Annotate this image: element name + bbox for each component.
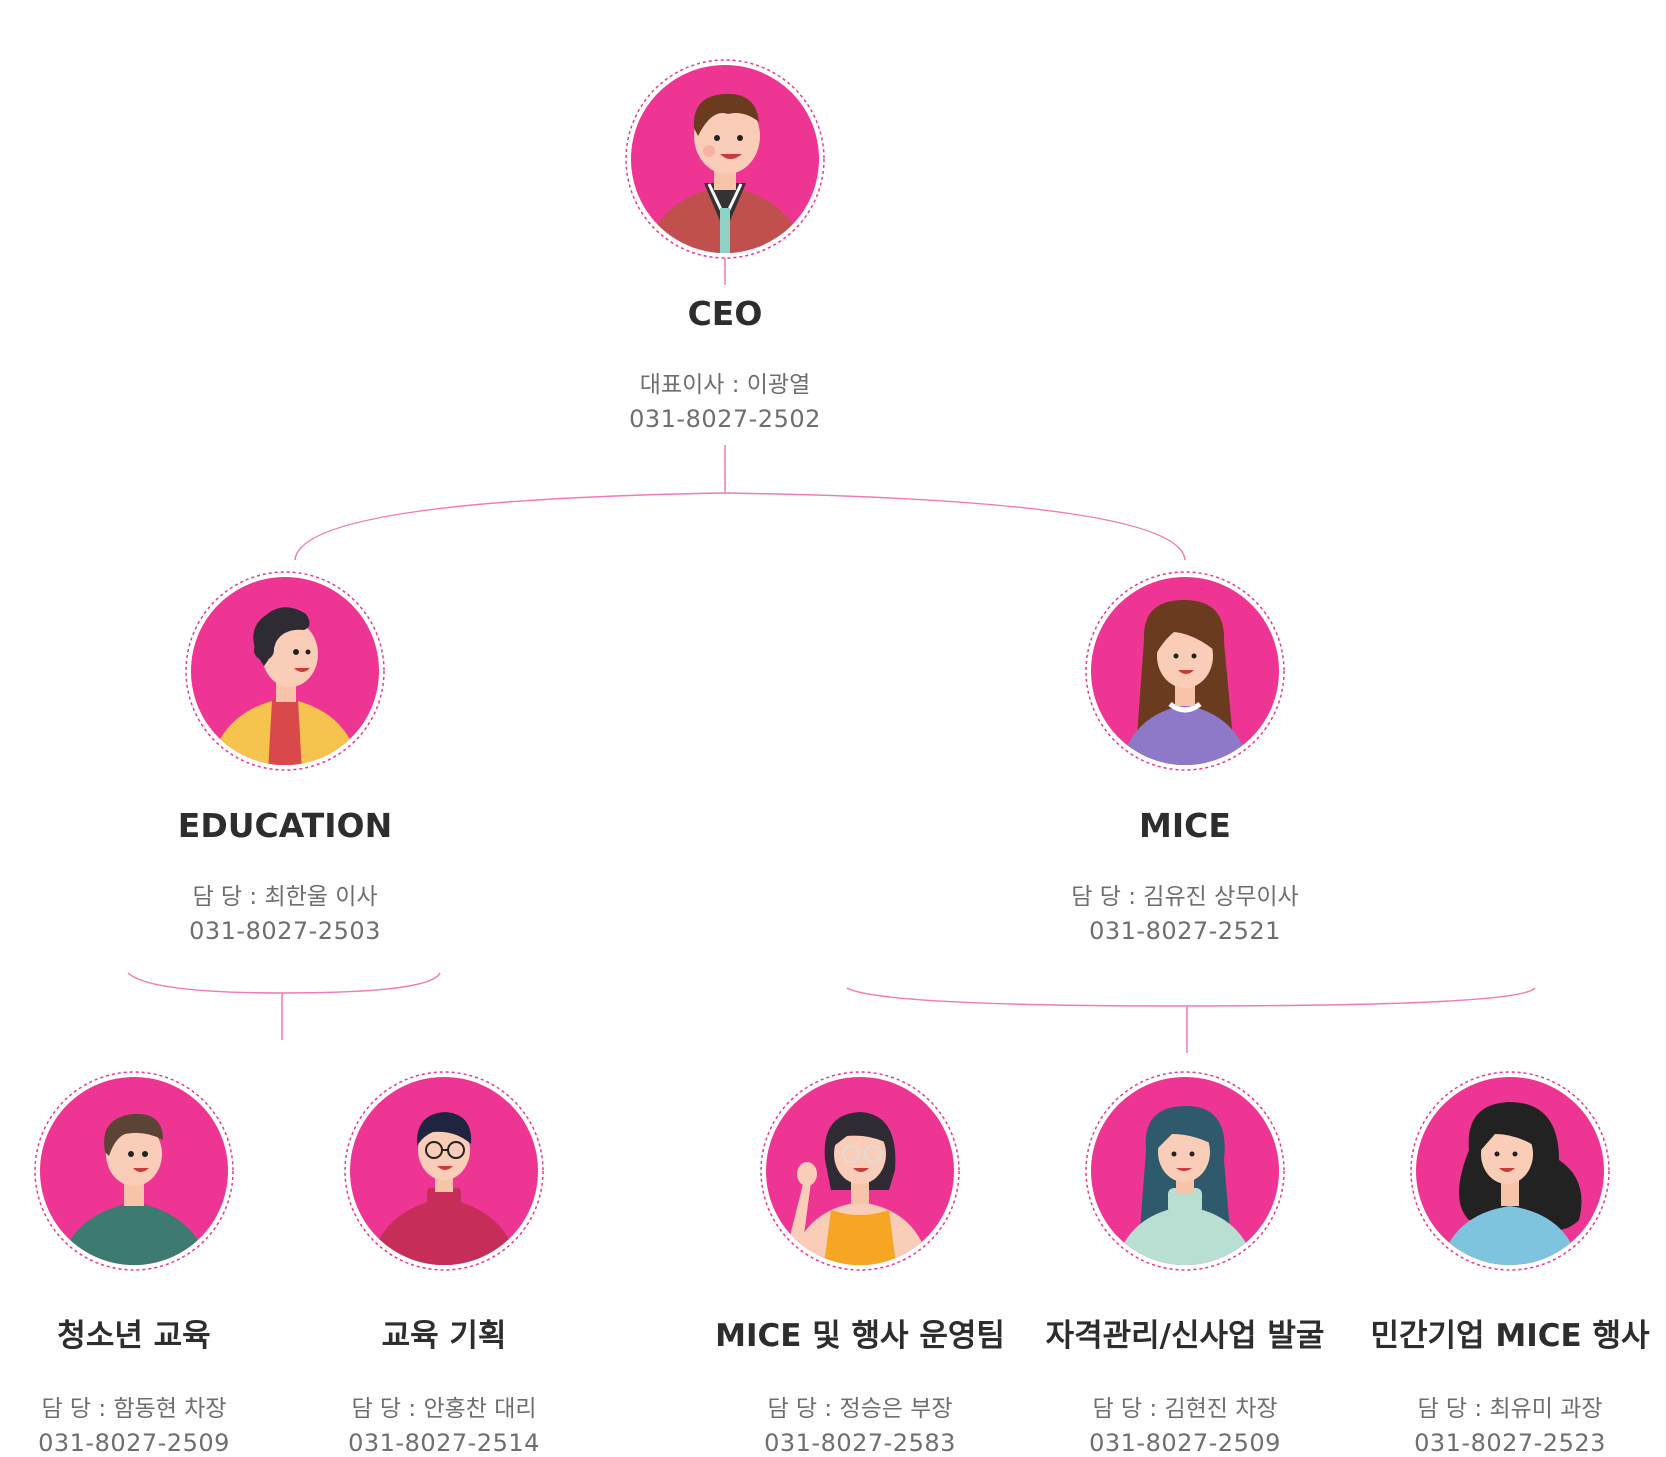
- man-curly-hair-avatar-icon: [184, 570, 386, 772]
- man-suit-avatar-icon: [624, 58, 826, 260]
- node-phone: 031-8027-2521: [1089, 917, 1281, 945]
- node-title: CEO: [687, 294, 763, 333]
- node-title: MICE: [1139, 806, 1231, 845]
- node-mice-operations: MICE 및 행사 운영팀 담 당 : 정승은 부장 031-8027-2583: [715, 1070, 1005, 1457]
- node-contact: 담 당 : 김현진 차장: [1092, 1396, 1278, 1422]
- node-contact: 대표이사 : 이광열: [639, 372, 811, 398]
- node-contact: 담 당 : 함동현 차장: [41, 1396, 227, 1422]
- node-private-mice-events: 민간기업 MICE 행사 담 당 : 최유미 과장 031-8027-2523: [1365, 1070, 1655, 1457]
- node-contact: 담 당 : 정승은 부장: [767, 1396, 953, 1422]
- node-contact: 담 당 : 최유미 과장: [1417, 1396, 1603, 1422]
- node-phone: 031-8027-2509: [1089, 1429, 1281, 1457]
- node-title: 청소년 교육: [57, 1318, 211, 1354]
- node-youth-education: 청소년 교육 담 당 : 함동현 차장 031-8027-2509: [0, 1070, 268, 1457]
- node-phone: 031-8027-2502: [629, 405, 821, 433]
- node-title: 교육 기획: [381, 1318, 507, 1354]
- node-ceo: CEO 대표이사 : 이광열 031-8027-2502: [575, 58, 875, 433]
- woman-long-hair-avatar-icon: [1084, 570, 1286, 772]
- boy-avatar-icon: [33, 1070, 235, 1272]
- node-contact: 담 당 : 최한울 이사: [192, 884, 378, 910]
- woman-wavy-hair-avatar-icon: [1409, 1070, 1611, 1272]
- node-education: EDUCATION 담 당 : 최한울 이사 031-8027-2503: [140, 570, 430, 945]
- woman-turtleneck-avatar-icon: [1084, 1070, 1286, 1272]
- node-certification-new-business: 자격관리/신사업 발굴 담 당 : 김현진 차장 031-8027-2509: [1040, 1070, 1330, 1457]
- node-education-planning: 교육 기획 담 당 : 안홍찬 대리 031-8027-2514: [310, 1070, 578, 1457]
- node-contact: 담 당 : 김유진 상무이사: [1071, 884, 1299, 910]
- node-phone: 031-8027-2583: [764, 1429, 956, 1457]
- node-phone: 031-8027-2503: [189, 917, 381, 945]
- node-mice: MICE 담 당 : 김유진 상무이사 031-8027-2521: [1035, 570, 1335, 945]
- ceo-branch-arc: [294, 492, 1186, 561]
- node-title: EDUCATION: [177, 806, 393, 845]
- node-contact: 담 당 : 안홍찬 대리: [351, 1396, 537, 1422]
- node-phone: 031-8027-2509: [38, 1429, 230, 1457]
- node-phone: 031-8027-2514: [348, 1429, 540, 1457]
- education-branch-arc: [127, 972, 441, 994]
- woman-waving-avatar-icon: [759, 1070, 961, 1272]
- man-glasses-avatar-icon: [343, 1070, 545, 1272]
- mice-branch-arc: [846, 987, 1536, 1007]
- node-title: 자격관리/신사업 발굴: [1045, 1318, 1325, 1354]
- node-title: 민간기업 MICE 행사: [1370, 1318, 1650, 1354]
- node-title: MICE 및 행사 운영팀: [715, 1318, 1005, 1354]
- node-phone: 031-8027-2523: [1414, 1429, 1606, 1457]
